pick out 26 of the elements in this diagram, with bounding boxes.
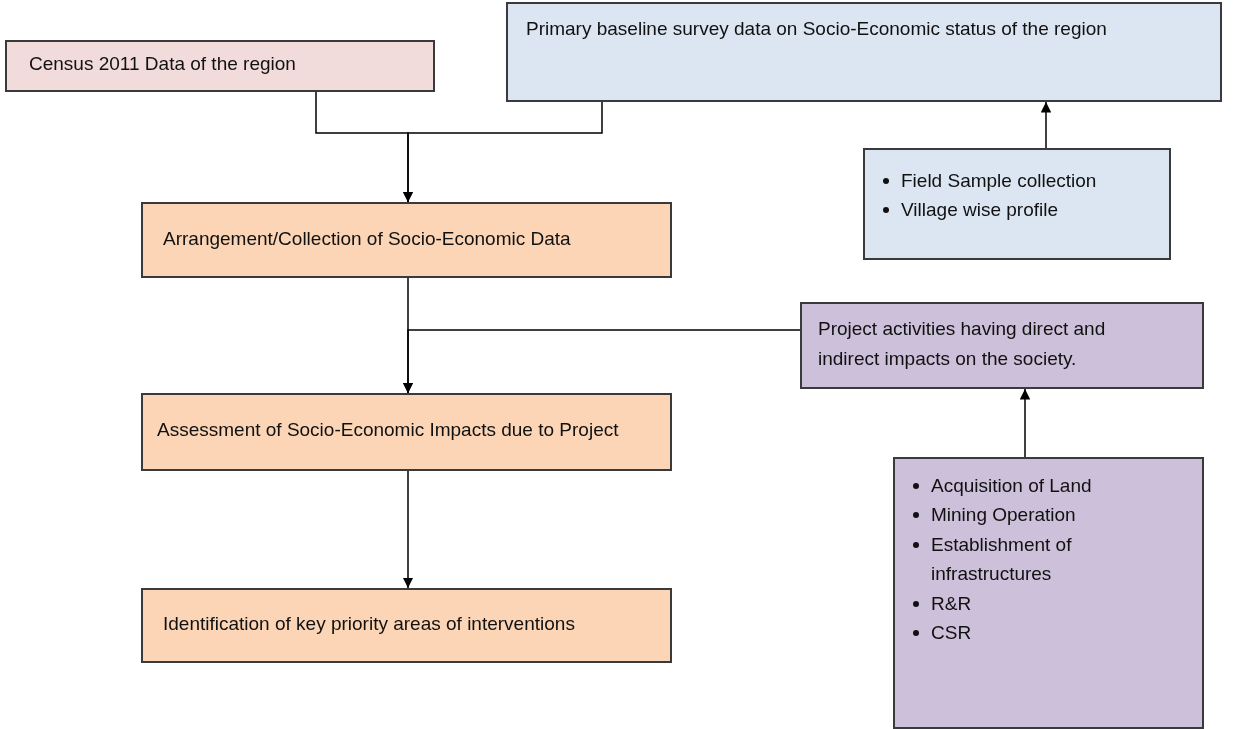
box-label: Census 2011 Data of the region [29, 52, 297, 76]
box-label: Arrangement/Collection of Socio-Economic Data [163, 227, 572, 251]
list-item: Field Sample collection [877, 166, 1157, 196]
list-box [893, 457, 1204, 729]
list-item: Village wise profile [877, 195, 1157, 225]
list-item: Mining Operation [907, 500, 1190, 530]
arrow [402, 101, 603, 203]
box-label: Primary baseline survey data on Socio-Economic status of the region [526, 17, 1108, 41]
process-box [5, 40, 435, 92]
box-label: Identification of key priority areas of interventions [163, 612, 576, 636]
process-box [141, 202, 672, 278]
list-item: Acquisition of Land [907, 471, 1190, 501]
process-box [141, 393, 672, 471]
arrow [402, 470, 414, 589]
list-item: R&R [907, 588, 1190, 619]
arrow [1019, 388, 1031, 458]
box-label: Project activities having direct and indirect impacts on the society. [818, 317, 1107, 372]
list-box [863, 148, 1171, 260]
list-item: Establishment of infrastructures [907, 529, 1190, 589]
process-box [800, 302, 1204, 389]
arrow [1040, 101, 1052, 149]
list-item: CSR [907, 618, 1190, 648]
process-box [141, 588, 672, 663]
arrow [402, 329, 801, 394]
process-box [506, 2, 1222, 102]
box-label: Assessment of Socio-Economic Impacts due to Project [157, 418, 620, 442]
